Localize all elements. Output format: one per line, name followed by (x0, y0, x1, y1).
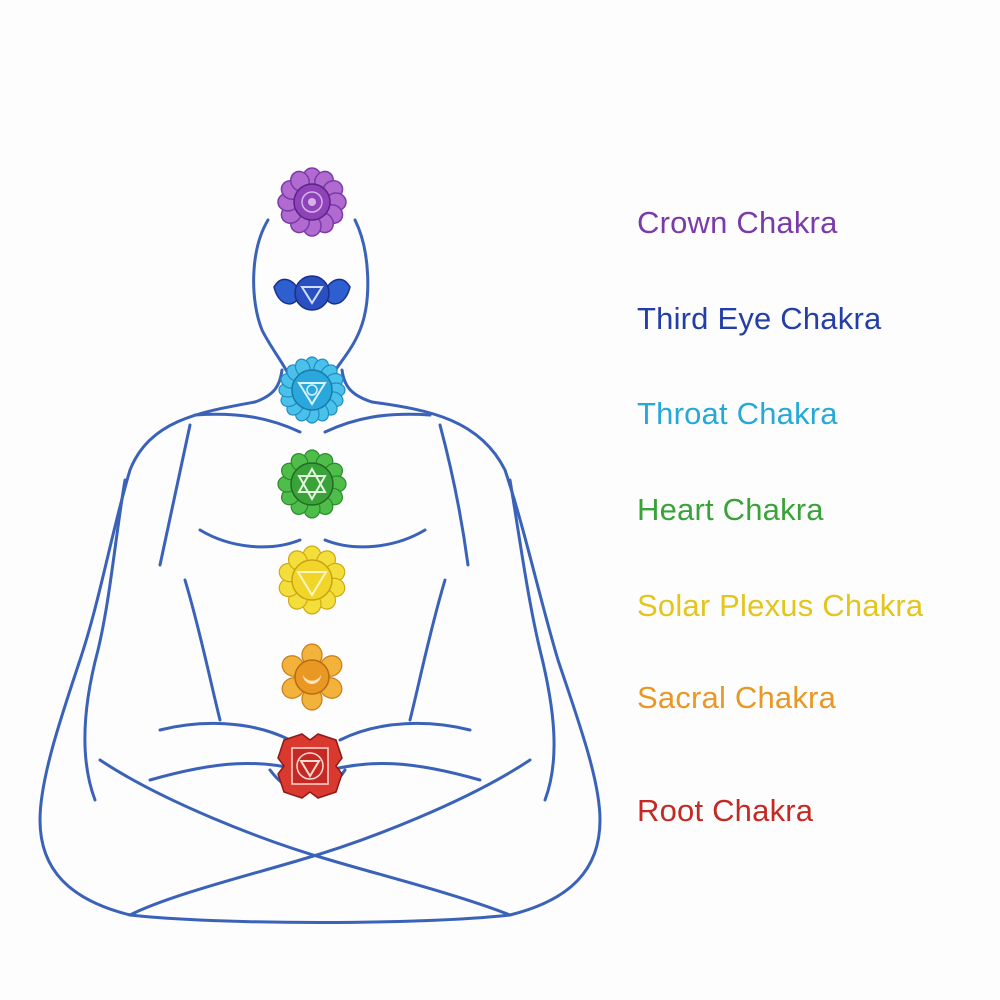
left-arm-outline (38, 400, 257, 917)
throat-chakra-label: Throat Chakra (637, 396, 838, 431)
solar-plexus-chakra-symbol (278, 545, 346, 615)
third-eye-chakra-label: Third Eye Chakra (637, 301, 882, 336)
crown-chakra-symbol (277, 167, 347, 237)
legs-outline (98, 758, 512, 917)
third-eye-chakra-symbol (273, 275, 351, 311)
head-outline (252, 218, 292, 380)
body-outline (38, 218, 602, 924)
right-arm-outline (370, 400, 602, 917)
sacral-chakra-symbol (281, 643, 343, 711)
solar-plexus-chakra-label: Solar Plexus Chakra (637, 588, 924, 623)
sacral-chakra-label: Sacral Chakra (637, 680, 837, 715)
heart-chakra-label: Heart Chakra (637, 492, 824, 527)
crown-chakra-label: Crown Chakra (637, 205, 838, 240)
root-chakra-symbol (277, 733, 343, 799)
root-chakra-label: Root Chakra (637, 793, 814, 828)
heart-chakra-symbol (277, 449, 347, 519)
throat-chakra-symbol (278, 356, 346, 424)
